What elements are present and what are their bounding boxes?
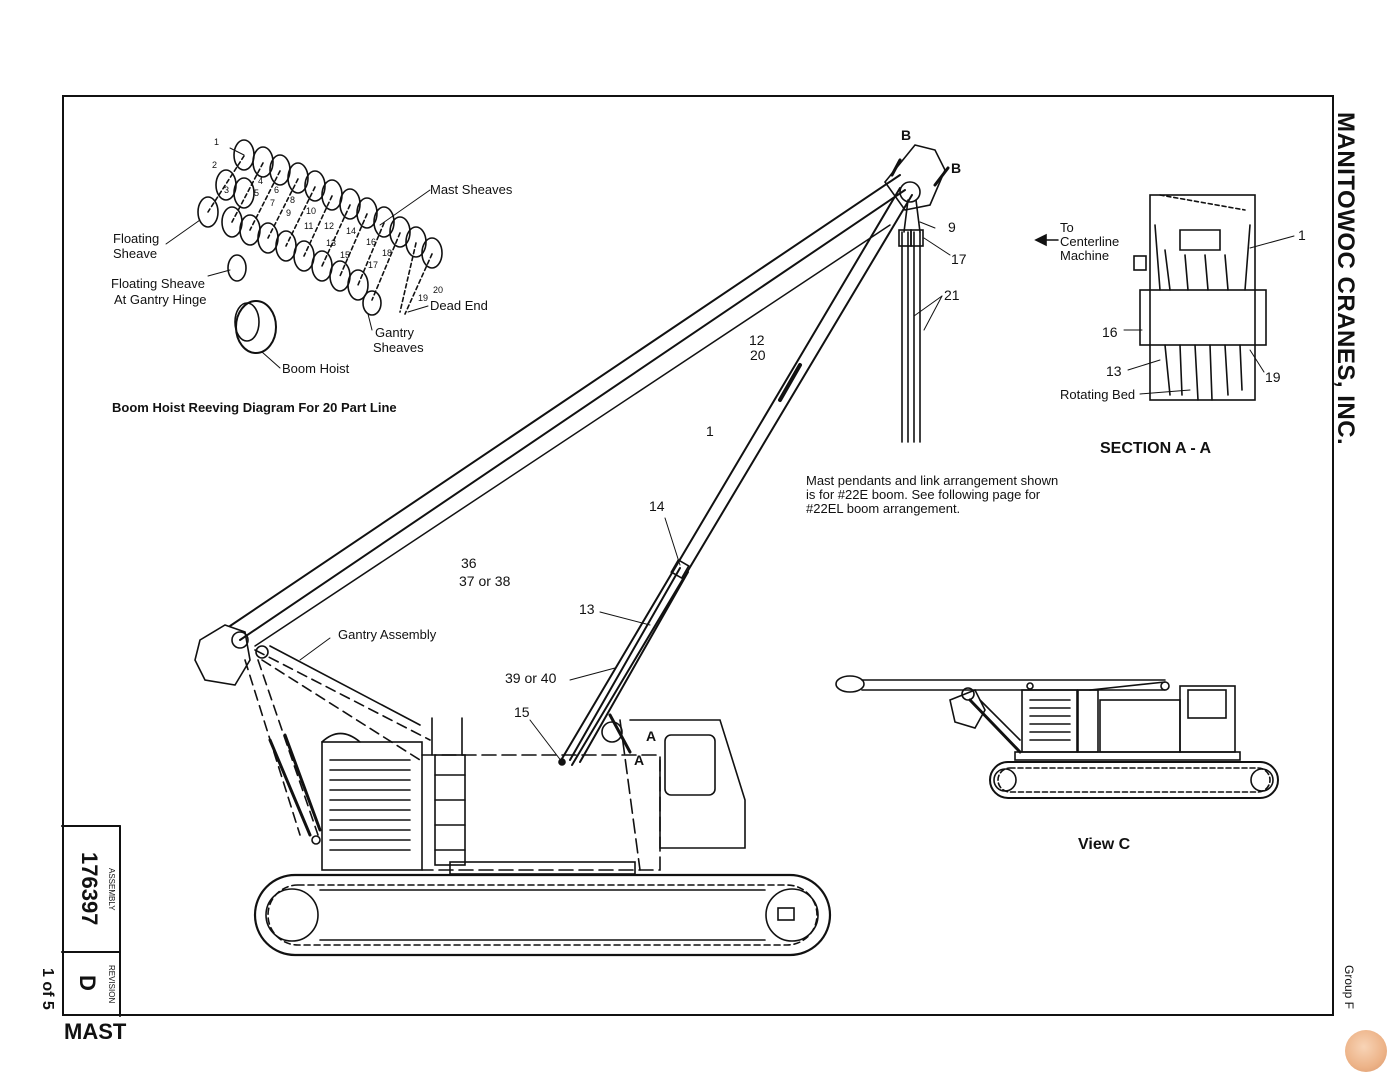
gantry xyxy=(194,624,431,845)
view-c xyxy=(835,675,1279,799)
reeving-num: 13 xyxy=(326,238,337,248)
to-label: To xyxy=(1060,220,1074,235)
floating-gantry-label-2: At Gantry Hinge xyxy=(114,292,207,307)
callout-17: 17 xyxy=(951,251,967,267)
reeving-num: 15 xyxy=(340,250,351,260)
reeving-num: 18 xyxy=(382,248,393,258)
assembly-number: 176397 xyxy=(77,852,102,926)
reeving-num: 5 xyxy=(254,188,260,198)
section-aa xyxy=(1034,194,1295,401)
drawing-frame xyxy=(62,95,1334,1016)
boom-hoist-label: Boom Hoist xyxy=(282,361,350,376)
reeving-num: 6 xyxy=(274,185,280,195)
reeving-num: 9 xyxy=(286,208,292,218)
sheet-title: MAST xyxy=(64,1019,127,1044)
revision-label: REVISION xyxy=(107,965,116,1004)
section-callout-16: 16 xyxy=(1102,324,1118,340)
reeving-num: 8 xyxy=(290,195,296,205)
reeving-num: 7 xyxy=(270,198,276,208)
revision-letter: D xyxy=(75,975,100,991)
rotating-bed-label: Rotating Bed xyxy=(1060,387,1136,402)
reeving-num: 17 xyxy=(368,260,379,270)
page-count: 1 of 5 xyxy=(39,968,56,1010)
dead-end-label: Dead End xyxy=(430,298,488,313)
centerline-label: Centerline xyxy=(1060,234,1120,249)
section-b-marker-top: B xyxy=(901,127,912,143)
callout-20: 20 xyxy=(750,347,766,363)
reeving-num: 4 xyxy=(258,176,264,186)
reeving-num: 19 xyxy=(418,293,429,303)
gantry-assembly-label: Gantry Assembly xyxy=(338,627,437,642)
section-callout-1: 1 xyxy=(1298,227,1306,243)
watermark-logo-icon xyxy=(1345,1030,1387,1072)
callout-13: 13 xyxy=(579,601,595,617)
assembly-label: ASSEMBLY xyxy=(107,868,116,911)
view-c-title: View C xyxy=(1078,836,1131,853)
floating-sheave-label-2: Sheave xyxy=(113,246,158,261)
reeving-num: 16 xyxy=(366,237,377,247)
callout-21: 21 xyxy=(944,287,960,303)
upperworks xyxy=(321,717,746,875)
section-a-marker-lower: A xyxy=(634,752,645,768)
callout-15: 15 xyxy=(514,704,530,720)
floating-gantry-label-1: Floating Sheave xyxy=(111,276,205,291)
reeving-num: 20 xyxy=(433,285,444,295)
callout-14: 14 xyxy=(649,498,665,514)
section-b-marker-right: B xyxy=(951,160,962,176)
mast-sheaves-label: Mast Sheaves xyxy=(430,182,513,197)
reeving-num: 11 xyxy=(304,221,314,231)
reeving-num: 2 xyxy=(212,160,218,170)
callout-12: 12 xyxy=(749,332,765,348)
section-callout-13: 13 xyxy=(1106,363,1122,379)
group-label: Group F xyxy=(1342,965,1356,1010)
company-name: MANITOWOC CRANES, INC. xyxy=(1332,112,1359,446)
floating-sheave-label-1: Floating xyxy=(113,231,160,246)
callout-9: 9 xyxy=(948,219,956,235)
gantry-sheaves-label-1: Gantry xyxy=(375,325,415,340)
section-aa-title: SECTION A - A xyxy=(1100,440,1212,457)
mast-cylinder xyxy=(529,517,690,766)
section-a-marker-upper: A xyxy=(646,728,657,744)
note-line-1: Mast pendants and link arrangement shown xyxy=(806,473,1059,488)
callout-1: 1 xyxy=(706,423,714,439)
callout-39-40: 39 or 40 xyxy=(505,670,557,686)
reeving-caption: Boom Hoist Reeving Diagram For 20 Part L… xyxy=(112,400,397,415)
reeving-num: 14 xyxy=(346,226,357,236)
boom xyxy=(229,144,951,766)
note-line-3: #22EL boom arrangement. xyxy=(806,501,961,516)
reeving-num: 10 xyxy=(306,206,317,216)
reeving-num: 3 xyxy=(224,185,230,195)
reeving-num: 12 xyxy=(324,221,335,231)
section-callout-19: 19 xyxy=(1265,369,1281,385)
callout-36: 36 xyxy=(461,555,477,571)
title-block-lines xyxy=(61,825,121,1017)
callout-37-38: 37 or 38 xyxy=(459,573,511,589)
machine-label: Machine xyxy=(1060,248,1110,263)
crawler-track xyxy=(253,873,832,957)
gantry-sheaves-label-2: Sheaves xyxy=(373,340,424,355)
reeving-num: 1 xyxy=(214,137,220,147)
reeving-sheaves xyxy=(165,139,443,369)
note-line-2: is for #22E boom. See following page for xyxy=(806,487,1041,502)
